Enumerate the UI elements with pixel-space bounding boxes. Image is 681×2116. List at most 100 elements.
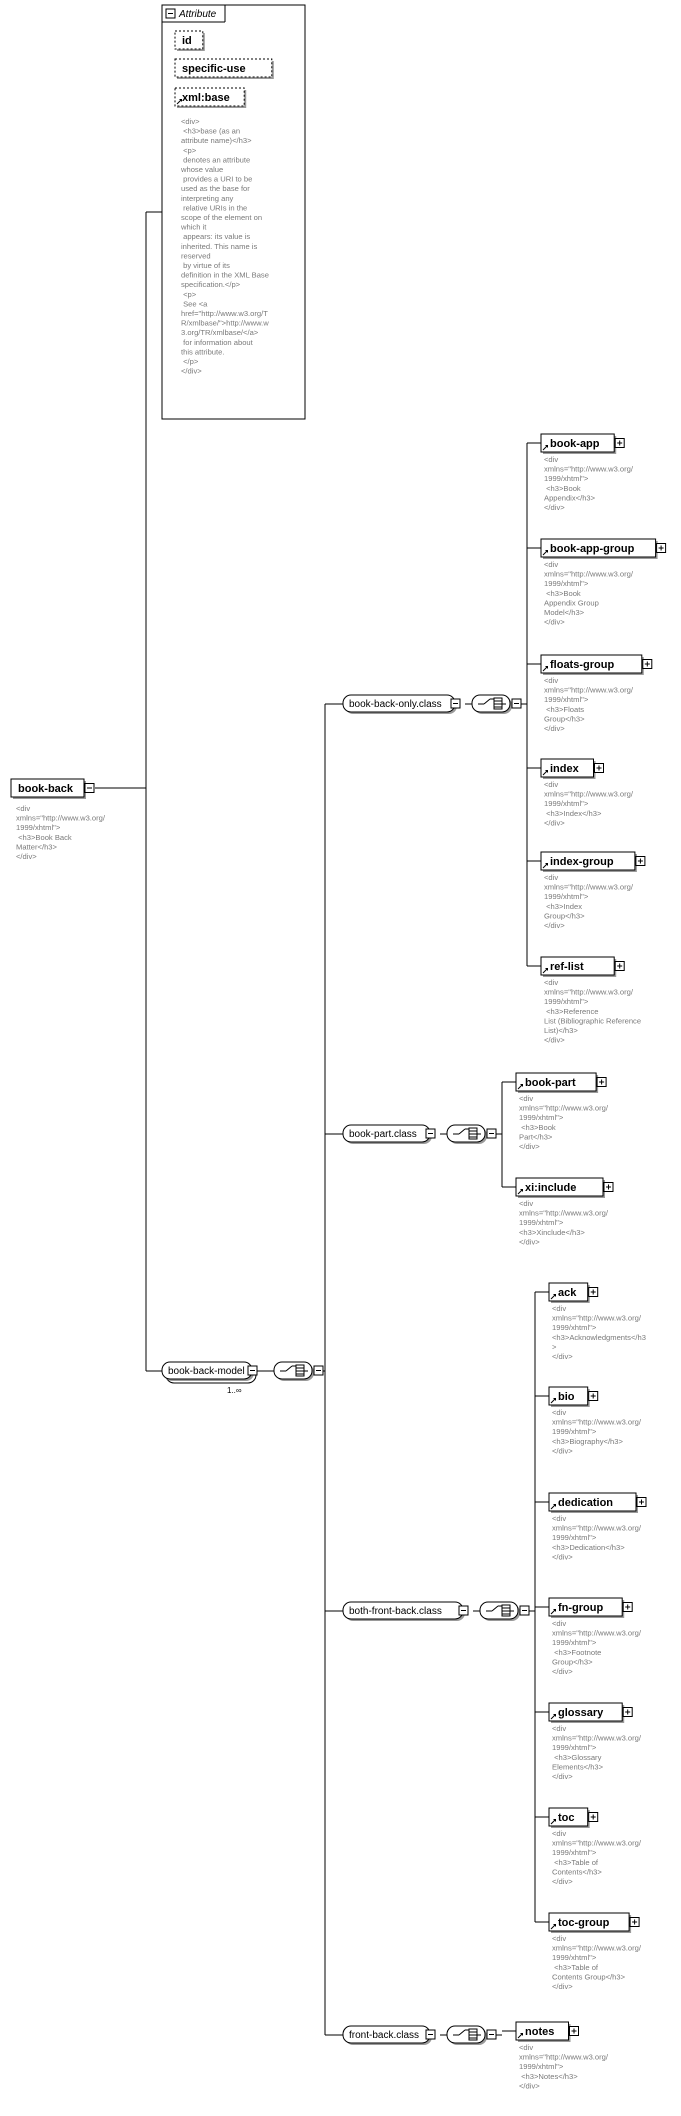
expand-icon[interactable] (569, 2026, 579, 2036)
element-floats-group[interactable]: floats-group (540, 654, 644, 675)
element-book-part[interactable]: book-part (515, 1072, 599, 1093)
doc-line: which it (180, 223, 207, 232)
element-index[interactable]: index (540, 758, 596, 779)
doc-line: 1999/xhtml"> (16, 823, 61, 832)
collapse-icon[interactable] (165, 8, 176, 19)
element-glossary[interactable]: glossary (548, 1702, 625, 1723)
doc-line: <div (552, 1514, 566, 1523)
element-xi-include[interactable]: xi:include (515, 1177, 605, 1198)
reference-arrow-icon (550, 1819, 556, 1825)
expand-icon[interactable] (603, 1182, 614, 1192)
attribute-xml-base[interactable]: xml:base (174, 87, 247, 108)
element-fn-group[interactable]: fn-group (548, 1597, 625, 1618)
expand-icon[interactable] (629, 1917, 640, 1927)
choice-compositor-icon[interactable] (273, 1361, 314, 1381)
doc-line: 1999/xhtml"> (552, 1427, 597, 1436)
doc-line: by virtue of its (181, 261, 230, 270)
element-book-app-group[interactable]: book-app-group (540, 538, 658, 559)
expand-icon[interactable] (588, 1812, 599, 1822)
expand-icon[interactable] (635, 856, 646, 866)
doc-line: reserved (181, 251, 211, 260)
collapse-icon[interactable] (511, 698, 522, 709)
doc-line: scope of the element on (181, 213, 262, 222)
doc-line: Model</h3> (544, 608, 585, 617)
group-both-front-back-class[interactable]: both-front-back.class (342, 1601, 465, 1621)
doc-line: attribute name)</h3> (181, 136, 252, 145)
group-book-back-only-class[interactable]: book-back-only.class (342, 694, 457, 714)
element-toc-group[interactable]: toc-group (548, 1912, 632, 1933)
element-index-group[interactable]: index-group (540, 851, 637, 872)
doc-line: 1999/xhtml"> (544, 474, 589, 483)
expand-icon[interactable] (588, 1287, 599, 1297)
element-label: notes (525, 2026, 554, 2038)
element-label: floats-group (550, 659, 614, 671)
collapse-icon[interactable] (519, 1605, 530, 1616)
group-front-back-class[interactable]: front-back.class (342, 2025, 432, 2045)
expand-icon[interactable] (596, 1077, 607, 1087)
expand-icon[interactable] (614, 961, 625, 971)
choice-compositor-icon[interactable] (471, 694, 512, 714)
reference-arrow-icon (550, 1504, 556, 1510)
expand-icon[interactable] (656, 543, 667, 553)
doc-line: <div (552, 1724, 566, 1733)
doc-line: <p> (181, 290, 197, 299)
expand-icon[interactable] (636, 1497, 647, 1507)
doc-line: <div (519, 1199, 533, 1208)
element-book-app[interactable]: book-app (540, 433, 617, 454)
reference-arrow-icon (542, 968, 548, 974)
doc-line: <div (552, 1408, 566, 1417)
doc-line: 1999/xhtml"> (544, 997, 589, 1006)
collapse-icon[interactable] (84, 783, 95, 793)
doc-line: 1999/xhtml"> (519, 2062, 564, 2071)
attribute-id[interactable]: id (174, 30, 205, 51)
element-dedication[interactable]: dedication (548, 1492, 638, 1513)
reference-arrow-icon (517, 2033, 523, 2039)
reference-arrow-icon (550, 1609, 556, 1615)
group-label: book-part.class (349, 1129, 417, 1140)
group-label: book-back-only.class (349, 699, 442, 710)
group-book-part-class[interactable]: book-part.class (342, 1124, 432, 1144)
choice-compositor-icon[interactable] (446, 2025, 487, 2045)
expand-icon[interactable] (642, 659, 653, 669)
element-label: book-app-group (550, 543, 635, 555)
element-ack[interactable]: ack (548, 1282, 590, 1303)
reference-arrow-icon (550, 1294, 556, 1300)
collapse-icon[interactable] (425, 2029, 436, 2040)
element-ref-list[interactable]: ref-list (540, 956, 617, 977)
expand-icon[interactable] (622, 1602, 633, 1612)
collapse-icon[interactable] (486, 1128, 497, 1139)
doc-line: <div (544, 560, 558, 569)
attribute-specific-use[interactable]: specific-use (174, 58, 274, 79)
collapse-icon[interactable] (425, 1128, 436, 1139)
collapse-icon[interactable] (247, 1365, 258, 1376)
doc-line: </p> (181, 357, 199, 366)
doc-line: </div> (544, 503, 565, 512)
element-notes[interactable]: notes (515, 2021, 571, 2042)
doc-line: xmlns="http://www.w3.org/ (552, 1629, 642, 1638)
doc-line: xmlns="http://www.w3.org/ (544, 883, 634, 892)
element-bio[interactable]: bio (548, 1386, 590, 1407)
choice-compositor-icon[interactable] (446, 1124, 487, 1144)
collapse-icon[interactable] (313, 1365, 324, 1376)
model-group-book-back-model[interactable]: book-back-model (161, 1361, 257, 1384)
doc-line: List (Bibliographic Reference (544, 1016, 641, 1025)
root-element[interactable]: book-back (10, 778, 86, 799)
expand-icon[interactable] (588, 1391, 599, 1401)
collapse-icon[interactable] (450, 698, 461, 709)
choice-compositor-icon[interactable] (479, 1601, 520, 1621)
collapse-icon[interactable] (486, 2029, 497, 2040)
element-toc[interactable]: toc (548, 1807, 590, 1828)
expand-icon[interactable] (614, 438, 625, 448)
collapse-icon[interactable] (458, 1605, 469, 1616)
doc-line: xmlns="http://www.w3.org/ (552, 1524, 642, 1533)
doc-line: Group</h3> (544, 714, 585, 723)
expand-icon[interactable] (622, 1707, 633, 1717)
doc-line: definition in the XML Base (181, 271, 269, 280)
doc-line: <div (544, 455, 558, 464)
expand-icon[interactable] (594, 763, 604, 773)
